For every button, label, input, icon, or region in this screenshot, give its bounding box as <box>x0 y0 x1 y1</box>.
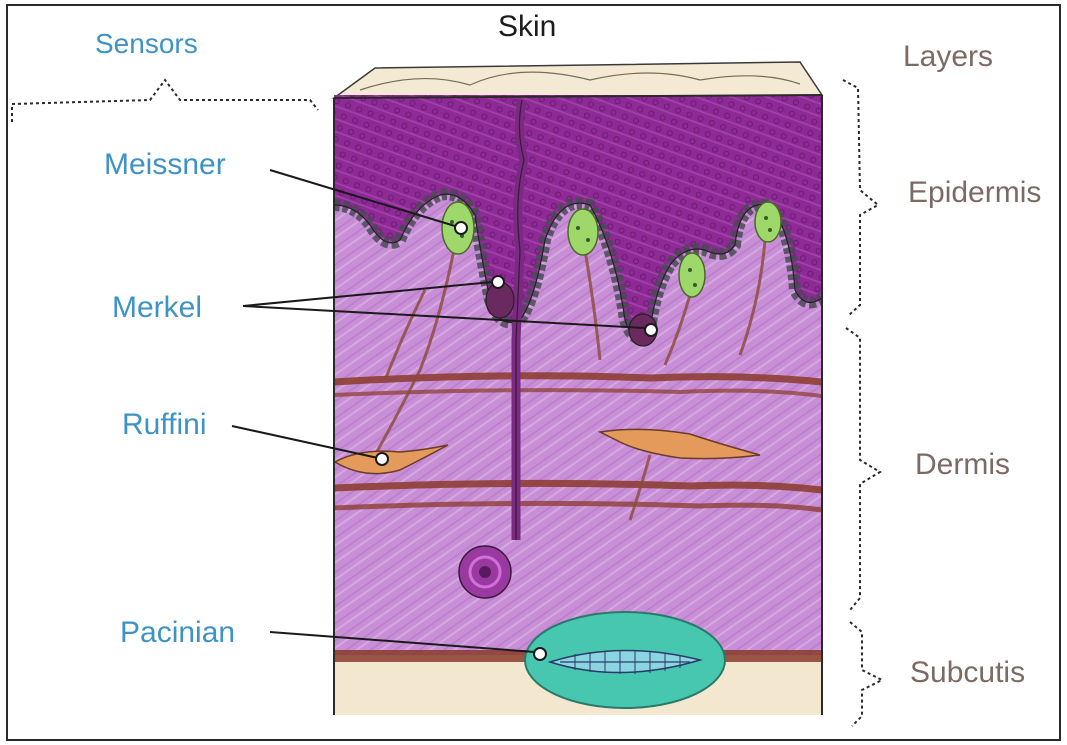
ruffini-label: Ruffini <box>122 410 207 440</box>
meissner-corpuscle <box>755 202 781 242</box>
ruffini-marker <box>376 453 388 465</box>
pacinian-label: Pacinian <box>120 618 235 648</box>
epidermis-bracket <box>843 80 878 316</box>
layers-heading: Layers <box>903 42 993 72</box>
meissner-label: Meissner <box>104 150 226 180</box>
subcutis-bracket <box>850 622 882 726</box>
subcutis-label: Subcutis <box>910 658 1025 688</box>
merkel-marker <box>492 276 504 288</box>
epidermis-label: Epidermis <box>908 178 1041 208</box>
merkel-marker <box>645 324 657 336</box>
sensors-heading: Sensors <box>95 30 198 58</box>
sensors-bracket <box>12 80 318 122</box>
merkel-label: Merkel <box>112 293 202 323</box>
meissner-marker <box>455 222 467 234</box>
pacinian-marker <box>534 648 546 660</box>
meissner-corpuscle <box>679 253 705 297</box>
meissner-corpuscle <box>568 209 598 255</box>
diagram-title: Skin <box>498 12 556 42</box>
dermis-label: Dermis <box>915 450 1010 480</box>
dermis-bracket <box>846 328 880 610</box>
